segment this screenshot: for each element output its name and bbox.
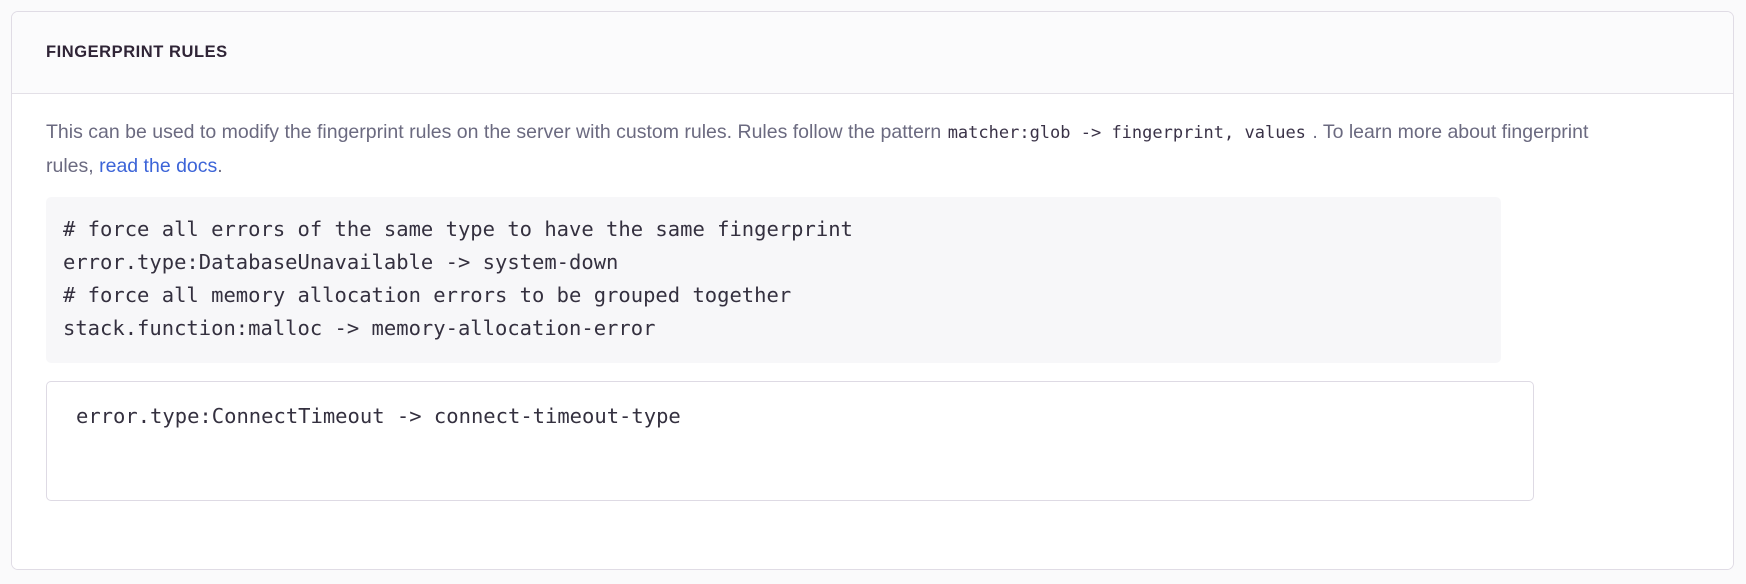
panel-body: This can be used to modify the fingerpri…	[12, 94, 1733, 569]
code-sample-block: # force all errors of the same type to h…	[46, 197, 1501, 363]
fingerprint-rules-panel: Fingerprint Rules This can be used to mo…	[11, 11, 1734, 570]
inline-code-pattern: matcher:glob -> fingerprint, values	[947, 123, 1306, 143]
code-sample-text: # force all errors of the same type to h…	[63, 217, 853, 340]
description-text-part-3: .	[217, 155, 223, 177]
panel-description: This can be used to modify the fingerpri…	[46, 116, 1606, 183]
panel-header: Fingerprint Rules	[12, 12, 1733, 94]
read-the-docs-link[interactable]: read the docs	[99, 155, 218, 177]
page-title: Fingerprint Rules	[46, 43, 228, 62]
fingerprint-rules-input[interactable]	[46, 381, 1534, 501]
description-text-part-2: . To learn more about fingerprint rules,	[46, 121, 1589, 177]
description-text-part-1: This can be used to modify the fingerpri…	[46, 121, 947, 143]
